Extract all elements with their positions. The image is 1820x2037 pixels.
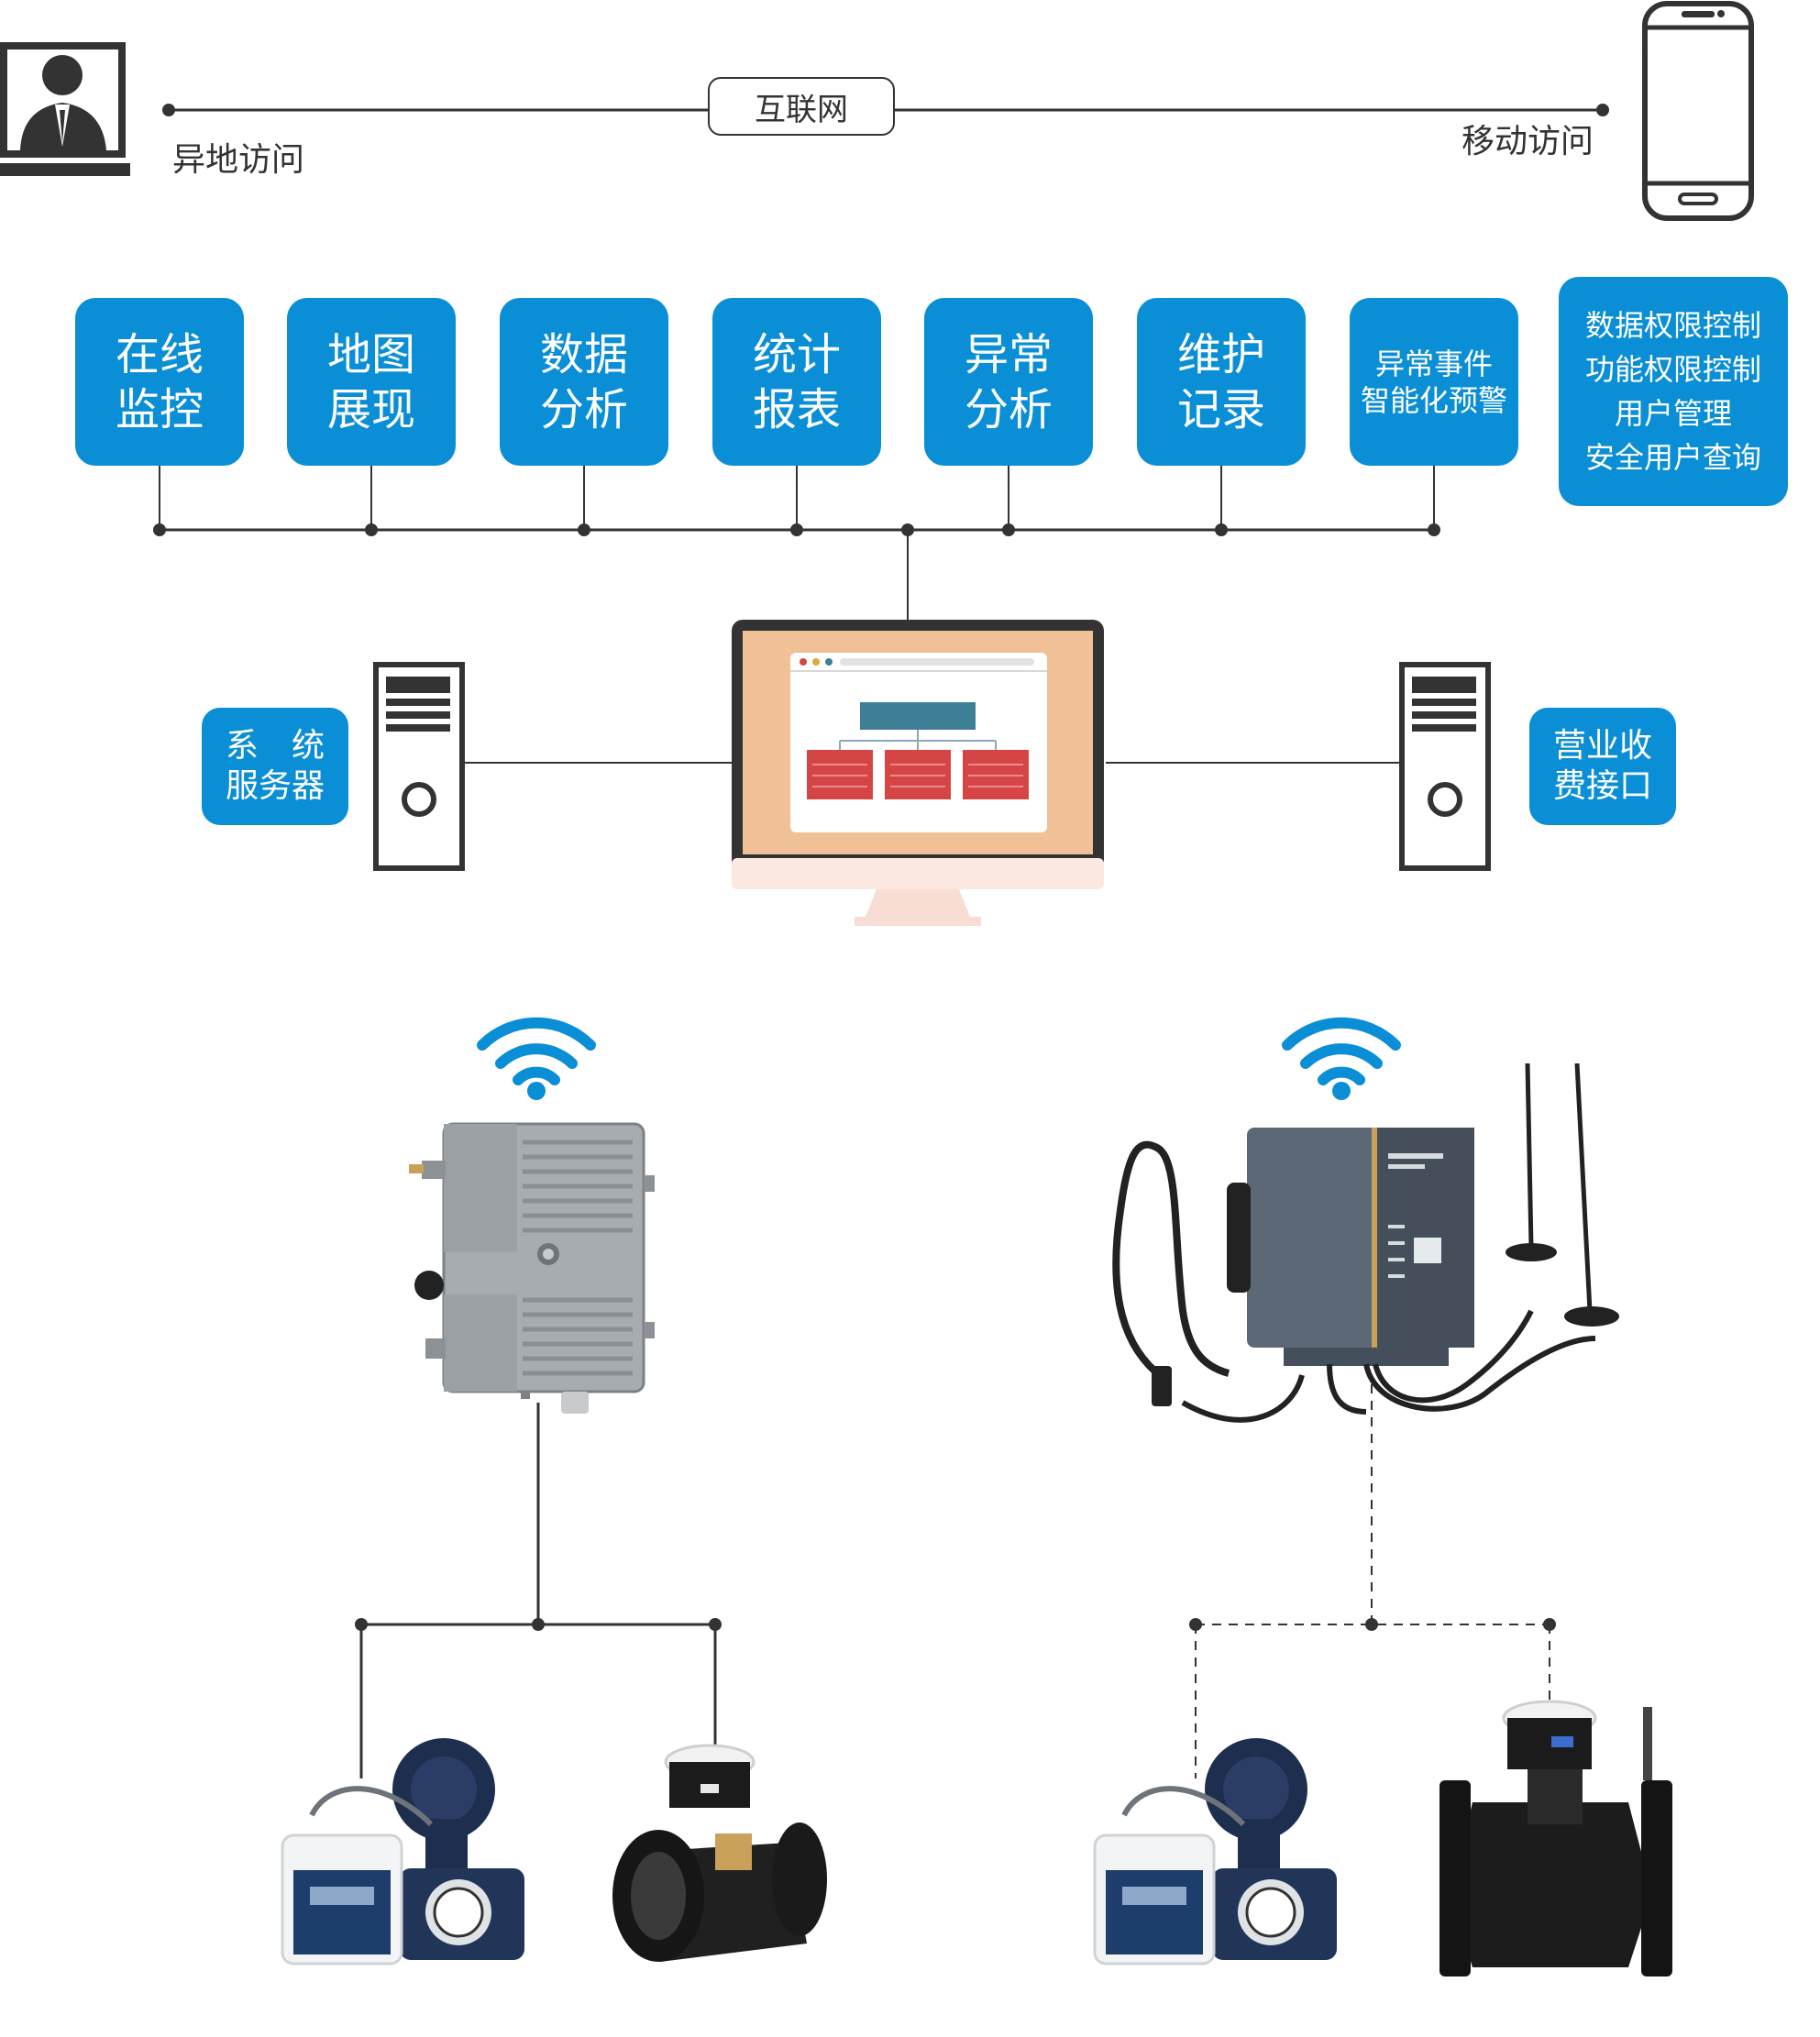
left-water-meter-icon	[281, 1738, 524, 1965]
mobile-access-label: 移动访问	[1462, 123, 1594, 160]
module-online-monitoring[interactable]: 在线 监控	[75, 298, 244, 466]
remote-access-label: 异地访问	[172, 141, 305, 179]
module-label-line: 报表	[752, 383, 841, 435]
right-wifi-icon	[1282, 1017, 1401, 1100]
internet-line-dot-right	[1596, 104, 1609, 116]
permission-item: 用户管理	[1614, 396, 1732, 431]
right-meter-tree	[1195, 1384, 1550, 1778]
permission-panel[interactable]: 数据权限控制 功能权限控制 用户管理 安全用户查询	[1559, 277, 1788, 506]
server-label-line: 费接口	[1552, 767, 1652, 805]
concentrator-device-icon	[409, 1122, 655, 1414]
central-monitor-icon	[732, 620, 1104, 926]
server-label-line: 服务器	[225, 767, 325, 805]
left-wifi-icon	[477, 1017, 596, 1100]
right-valve-icon	[1439, 1700, 1672, 1976]
system-server-label: 系 统 服务器	[202, 708, 348, 825]
mobile-phone-icon	[1642, 1, 1754, 221]
module-anomaly-analysis[interactable]: 异常 分析	[924, 298, 1093, 466]
module-statistics-report[interactable]: 统计 报表	[712, 298, 881, 466]
module-bus-dots	[153, 523, 1440, 536]
module-maintenance-record[interactable]: 维护 记录	[1137, 298, 1306, 466]
module-label-line: 异常	[964, 328, 1053, 380]
left-meter-tree-dots	[355, 1618, 722, 1631]
module-drops	[159, 466, 1435, 620]
module-data-analysis[interactable]: 数据 分析	[500, 298, 668, 466]
module-label-line: 异常事件	[1374, 346, 1493, 381]
right-server-tower-icon	[1399, 662, 1491, 871]
billing-interface-label: 营业收 费接口	[1529, 708, 1676, 825]
permission-item: 数据权限控制	[1584, 308, 1761, 343]
module-label-line: 智能化预警	[1360, 382, 1507, 418]
right-water-meter-icon	[1093, 1738, 1337, 1965]
left-meter-tree	[359, 1403, 717, 1778]
module-label-line: 分析	[539, 383, 628, 435]
left-server-tower-icon	[373, 662, 465, 871]
module-label-line: 在线	[115, 328, 204, 380]
server-label-line: 营业收	[1552, 727, 1652, 765]
internet-label: 互联网	[708, 77, 895, 136]
module-label-line: 监控	[115, 383, 204, 435]
module-label-line: 记录	[1176, 383, 1265, 435]
module-label-line: 地图	[326, 328, 415, 380]
module-smart-alert[interactable]: 异常事件 智能化预警	[1350, 298, 1518, 466]
module-label-line: 维护	[1176, 328, 1265, 380]
desktop-user-icon	[0, 42, 130, 176]
module-label-line: 展现	[326, 383, 415, 435]
right-meter-tree-dots	[1189, 1618, 1556, 1631]
module-label-line: 数据	[539, 328, 628, 380]
left-flow-meter-icon	[612, 1744, 827, 1962]
module-label-line: 统计	[752, 328, 841, 380]
internet-line-dot-left	[162, 104, 175, 116]
server-label-line: 系 统	[225, 727, 325, 765]
module-label-line: 分析	[964, 383, 1053, 435]
permission-item: 功能权限控制	[1584, 352, 1761, 387]
module-map-display[interactable]: 地图 展现	[287, 298, 456, 466]
gateway-device-icon	[1112, 1063, 1619, 1423]
permission-item: 安全用户查询	[1584, 440, 1761, 475]
